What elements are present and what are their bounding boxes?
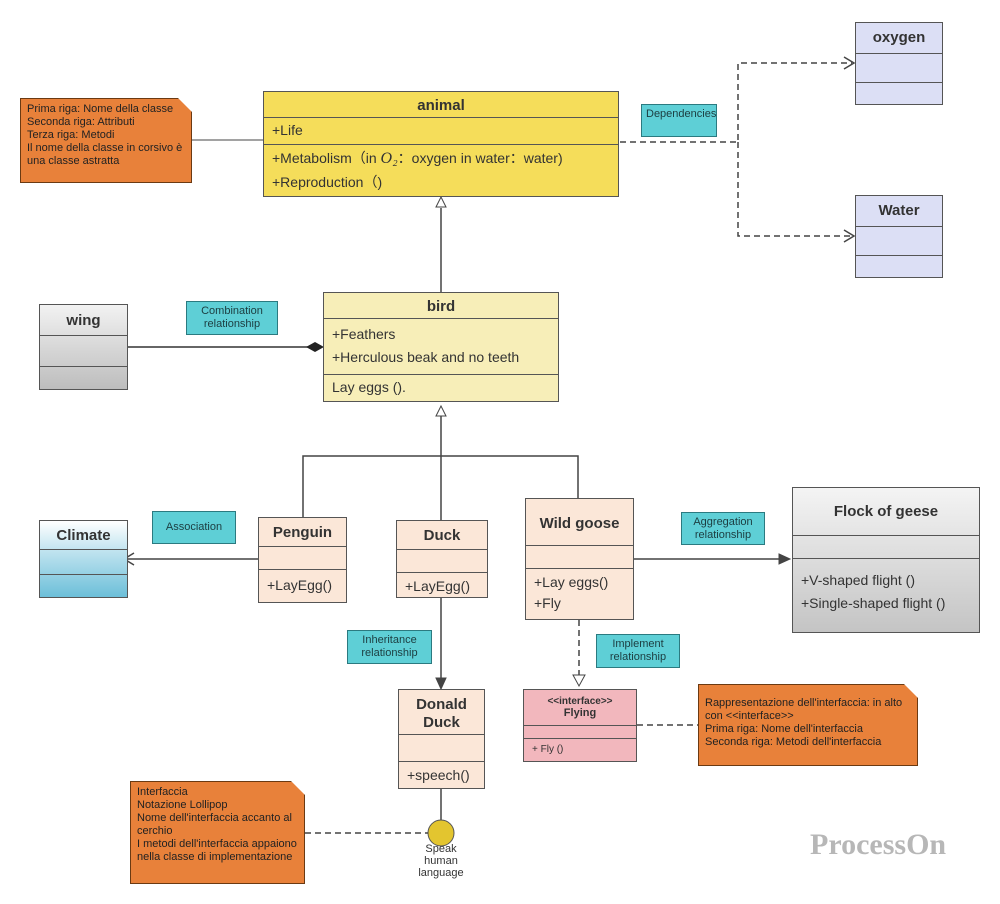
interface-flying-method: + Fly () <box>532 744 564 755</box>
class-animal-title: animal <box>417 97 465 114</box>
class-oxygen-title: oxygen <box>872 29 926 46</box>
bird-animal-arrowhead <box>435 195 447 208</box>
note-interface-row-2: Prima riga: Nome dell'interfaccia <box>705 723 863 735</box>
metabolism-formula: O₂ <box>380 150 398 167</box>
tag-inheritance: Inheritance relationship <box>347 630 432 664</box>
aggregation-arrowhead <box>778 553 792 565</box>
class-donald-duck[interactable]: Donald Duck +speech() <box>398 689 485 789</box>
class-bird-title: bird <box>426 298 456 315</box>
class-donald-title-2: Duck <box>423 714 460 731</box>
class-penguin-method: +LayEgg() <box>267 577 332 593</box>
class-animal-attr: +Life <box>272 122 303 138</box>
class-wild-goose-title: Wild goose <box>539 515 620 532</box>
composition-diamond <box>306 342 324 352</box>
note-interface-row-1: Rappresentazione dell'interfaccia: in al… <box>705 697 903 722</box>
class-penguin[interactable]: Penguin +LayEgg() <box>258 517 347 603</box>
lollipop-label: Speak human language <box>418 843 464 879</box>
tag-dependencies: Dependencies <box>641 104 717 137</box>
note-class-row-3: Terza riga: Metodi <box>27 129 115 141</box>
note-lollipop-row-4: I metodi dell'interfaccia appaiono nella… <box>137 838 297 863</box>
processon-watermark: ProcessOn <box>810 828 947 861</box>
class-climate-title: Climate <box>56 527 111 544</box>
class-flock-title: Flock of geese <box>833 503 939 520</box>
interface-flying-title: Flying <box>563 707 597 719</box>
class-penguin-title: Penguin <box>272 524 333 541</box>
class-oxygen[interactable]: oxygen <box>855 22 943 105</box>
note-lollipop-row-1: Interfaccia <box>137 786 188 798</box>
class-wild-goose-method-fly: +Fly <box>534 595 561 611</box>
implement-arrowhead <box>572 674 586 688</box>
class-bird-method: Lay eggs (). <box>332 379 406 395</box>
dependency-arrow-water <box>843 229 856 243</box>
note-lollipop-row-3: Nome dell'interfaccia accanto al cerchio <box>137 812 292 837</box>
dependency-to-water <box>737 142 852 237</box>
class-animal[interactable]: animal +Life +Metabolism（in O₂：oxygen in… <box>263 91 619 197</box>
tag-aggregation: Aggregation relationship <box>681 512 765 545</box>
tag-implement: Implement relationship <box>596 634 680 668</box>
note-lollipop: Interfaccia Notazione Lollipop Nome dell… <box>130 781 305 884</box>
class-water[interactable]: Water <box>855 195 943 278</box>
class-duck-title: Duck <box>423 527 461 544</box>
note-class-row-4: Il nome della classe in corsivo è una cl… <box>27 142 183 167</box>
metabolism-suffix: ：oxygen in water：water) <box>397 150 563 166</box>
interface-stereotype: <<interface>> <box>547 696 613 707</box>
class-flock-method-single: +Single-shaped flight () <box>801 595 946 611</box>
note-lollipop-row-2: Notazione Lollipop <box>137 799 228 811</box>
note-class-row-1: Prima riga: Nome della classe <box>27 103 174 115</box>
class-donald-method: +speech() <box>407 767 470 783</box>
class-bird-attr-beak: +Herculous beak and no teeth <box>332 349 520 365</box>
class-climate[interactable]: Climate <box>39 520 128 598</box>
class-flock-of-geese[interactable]: Flock of geese +V-shaped flight () +Sing… <box>792 487 980 633</box>
dependency-to-oxygen <box>620 62 852 143</box>
note-class-row-2: Seconda riga: Attributi <box>27 116 135 128</box>
note-interface-rows: Rappresentazione dell'interfaccia: in al… <box>698 684 918 766</box>
class-duck[interactable]: Duck +LayEgg() <box>396 520 488 598</box>
class-wild-goose-method-lay: +Lay eggs() <box>534 574 609 590</box>
interface-flying[interactable]: <<interface>> Flying + Fly () <box>523 689 637 762</box>
class-bird[interactable]: bird +Feathers +Herculous beak and no te… <box>323 292 559 402</box>
class-wing[interactable]: wing <box>39 304 128 390</box>
tag-association: Association <box>152 511 236 544</box>
class-animal-method-metabolism: +Metabolism（in O₂：oxygen in water：water) <box>264 145 618 170</box>
class-bird-attr-feathers: +Feathers <box>332 326 396 342</box>
class-flock-method-v: +V-shaped flight () <box>801 572 916 588</box>
metabolism-prefix: +Metabolism（in <box>272 150 381 166</box>
bird-subclass-arrowhead <box>435 404 447 417</box>
class-water-title: Water <box>878 202 920 219</box>
class-duck-method: +LayEgg() <box>405 578 470 594</box>
class-donald-title-1: Donald <box>416 696 467 713</box>
dependency-arrow-oxygen <box>843 56 856 70</box>
class-animal-method-reproduction: +Reproduction（) <box>272 174 383 190</box>
tag-combination: Combination relationship <box>186 301 278 335</box>
note-class-rows: Prima riga: Nome della classe Seconda ri… <box>20 98 192 183</box>
class-wing-title: wing <box>66 312 101 329</box>
note-interface-row-3: Seconda riga: Metodi dell'interfaccia <box>705 736 882 748</box>
duck-donald-arrowhead <box>435 677 447 691</box>
class-wild-goose[interactable]: Wild goose +Lay eggs() +Fly <box>525 498 634 620</box>
